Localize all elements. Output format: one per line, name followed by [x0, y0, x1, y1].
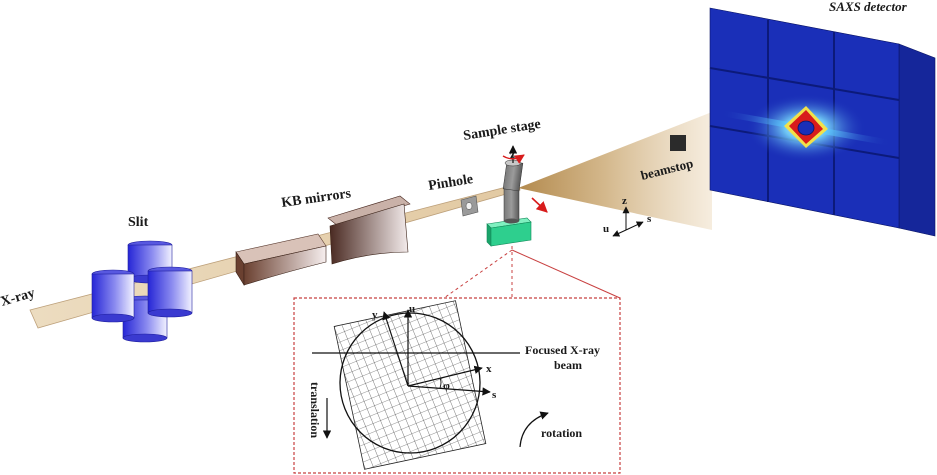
xray-label: X-ray: [0, 286, 37, 310]
inset-x-label: x: [486, 363, 492, 375]
inset-u-label: u: [409, 303, 415, 315]
scattered-cone: [518, 112, 712, 230]
frame-u-label: u: [603, 223, 609, 235]
kb-mirror-vertical: [327, 195, 411, 265]
sample-stage-label: Sample stage: [462, 117, 542, 144]
lab-frame-axes: z s u: [603, 195, 652, 237]
slit-label: Slit: [128, 215, 149, 230]
sample-stage: [486, 145, 548, 247]
saxs-detector-label: SAXS detector: [829, 0, 908, 14]
inset-connector: [443, 246, 621, 299]
slit-blade-right: [147, 266, 193, 318]
inset-phi-label: φ: [443, 380, 450, 392]
rotation-label: rotation: [541, 426, 582, 440]
pinhole-label: Pinhole: [427, 172, 474, 194]
pinhole: [460, 195, 479, 217]
frame-z-label: z: [622, 195, 627, 207]
focused-beam-label-line1: Focused X-ray: [525, 343, 600, 357]
focused-beam-label-line2: beam: [554, 358, 582, 372]
inset-y-label: y: [372, 309, 378, 321]
slit-blade-left: [91, 269, 135, 323]
stage-z-label: z: [510, 149, 515, 161]
kb-mirrors-label: KB mirrors: [280, 186, 352, 211]
frame-s-label: s: [647, 213, 652, 225]
slit: [91, 240, 193, 343]
beamstop: [670, 135, 686, 151]
translation-label: translation: [308, 382, 322, 438]
kb-mirror-horizontal: [235, 233, 327, 287]
inset-detail: u y x s φ Focused X-ray beam translation…: [293, 297, 621, 474]
inset-s-label: s: [492, 389, 497, 401]
saxs-detector: [709, 7, 936, 237]
